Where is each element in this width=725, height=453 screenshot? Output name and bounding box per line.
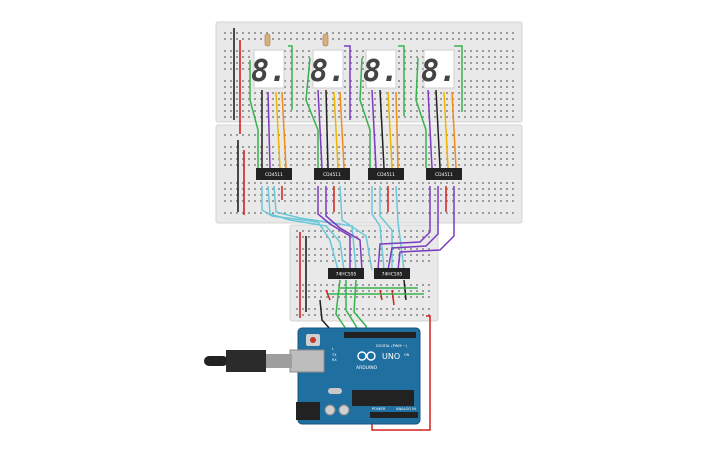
driver-chip-body bbox=[256, 168, 292, 180]
rx-label: RX bbox=[332, 358, 337, 362]
driver-chip-label: CD4511 bbox=[265, 172, 283, 178]
seven-segment-display: 8. bbox=[421, 49, 457, 89]
shift-chip-body bbox=[374, 268, 410, 279]
display-body bbox=[253, 49, 285, 89]
seven-segment-display: 8. bbox=[310, 49, 346, 89]
shift-chip-body bbox=[328, 268, 364, 279]
shift-register-chip: 74HC595 bbox=[374, 268, 410, 279]
power-header-label: POWER bbox=[372, 407, 386, 411]
l-led-label: L bbox=[332, 347, 334, 351]
arduino-model-label: UNO bbox=[382, 352, 400, 361]
power-rails bbox=[233, 28, 307, 318]
seven-segment-display: 8. bbox=[251, 49, 287, 89]
driver-chips: CD4511 CD4511 CD4511 CD4511 bbox=[256, 168, 462, 180]
driver-chip: CD4511 bbox=[256, 168, 292, 180]
arduino-uno-board: UNO ARDUINO DIGITAL (PWM ~) POWER ANALOG… bbox=[289, 327, 421, 425]
display-body bbox=[365, 49, 397, 89]
usb-cable bbox=[204, 350, 292, 372]
driver-chip: CD4511 bbox=[368, 168, 404, 180]
shift-register-chip: 74HC595 bbox=[328, 268, 364, 279]
display-digit: 8. bbox=[363, 54, 399, 89]
display-digit: 8. bbox=[421, 54, 457, 89]
display-digit: 8. bbox=[251, 54, 287, 89]
display-digit: 8. bbox=[310, 54, 346, 89]
shift-chip-label: 74HC595 bbox=[382, 272, 403, 278]
seven-segment-displays: 8. 8. 8. 8. bbox=[251, 49, 457, 89]
shift-chip-label: 74HC595 bbox=[336, 272, 357, 278]
seven-segment-display: 8. bbox=[363, 49, 399, 89]
resistors bbox=[264, 33, 329, 47]
tx-label: TX bbox=[331, 353, 337, 357]
on-led-label: ON bbox=[404, 353, 410, 357]
arduino-brand-label: ARDUINO bbox=[356, 365, 378, 371]
display-body bbox=[312, 49, 344, 89]
driver-chip-label: CD4511 bbox=[435, 172, 453, 178]
shift-register-chips: 74HC595 74HC595 bbox=[328, 268, 410, 279]
driver-chip-label: CD4511 bbox=[377, 172, 395, 178]
driver-to-shift-wiring bbox=[261, 185, 455, 271]
driver-chip: CD4511 bbox=[426, 168, 462, 180]
digital-header-label: DIGITAL (PWM ~) bbox=[376, 344, 408, 348]
analog-header-label: ANALOG IN bbox=[396, 407, 416, 411]
driver-chip-label: CD4511 bbox=[323, 172, 341, 178]
driver-chip: CD4511 bbox=[314, 168, 350, 180]
display-body bbox=[423, 49, 455, 89]
driver-chip-body bbox=[368, 168, 404, 180]
driver-chip-body bbox=[314, 168, 350, 180]
driver-chip-body bbox=[426, 168, 462, 180]
display-wiring bbox=[249, 45, 463, 169]
